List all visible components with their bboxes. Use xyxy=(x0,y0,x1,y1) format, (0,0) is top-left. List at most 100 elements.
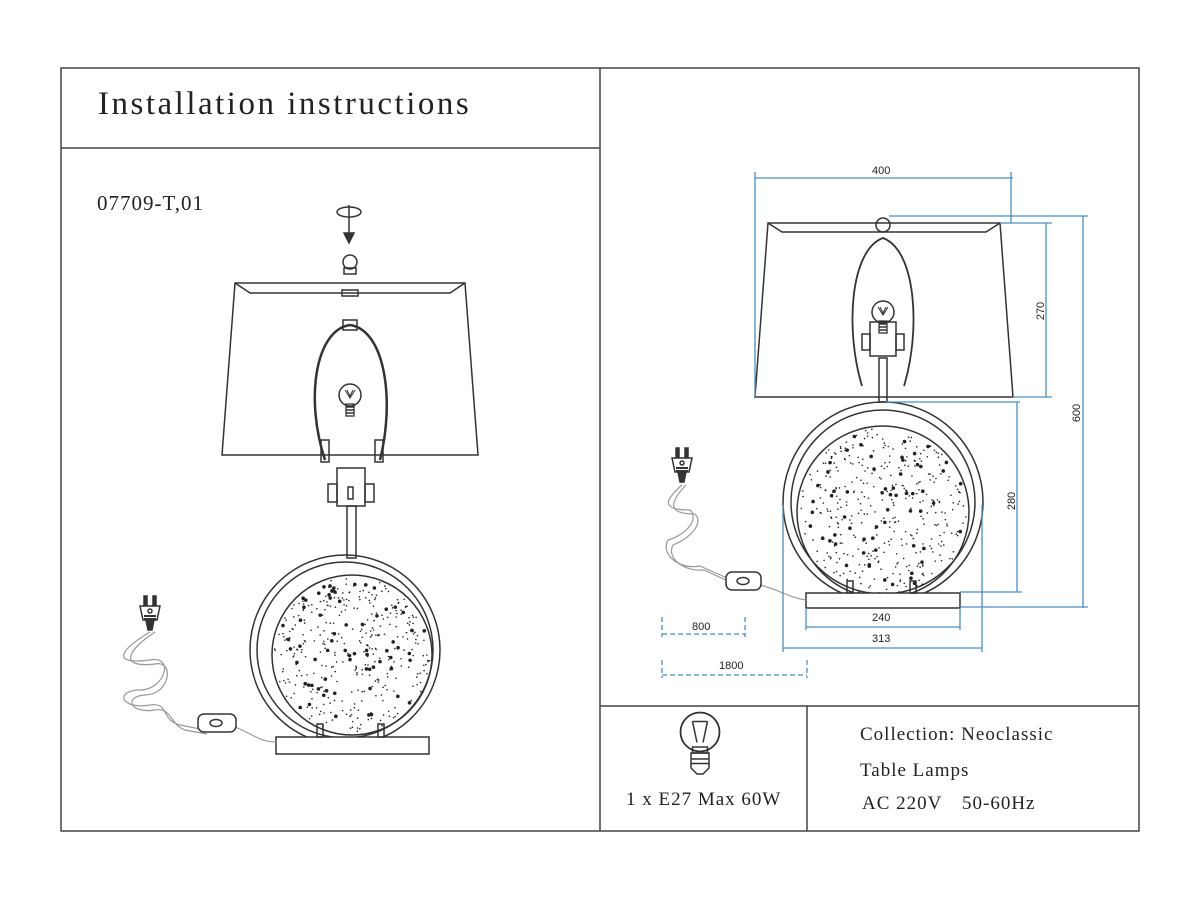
speckle xyxy=(829,557,832,560)
speckle xyxy=(290,697,293,699)
speckle xyxy=(815,507,818,510)
speckle xyxy=(375,694,377,697)
speckle xyxy=(320,676,323,679)
speckle xyxy=(396,598,399,601)
speckle xyxy=(932,551,934,553)
speckle xyxy=(355,665,357,668)
speckle xyxy=(891,484,894,487)
speckle xyxy=(343,599,345,601)
speckle xyxy=(293,616,295,618)
speckle xyxy=(331,666,333,668)
speckle xyxy=(878,547,880,549)
speckle xyxy=(851,463,854,465)
speckle xyxy=(372,605,375,608)
speckle xyxy=(295,663,298,666)
lamp-shade xyxy=(221,282,479,456)
speckle xyxy=(337,633,340,635)
speckle xyxy=(352,651,357,656)
speckle xyxy=(345,598,348,601)
speckle xyxy=(880,568,882,571)
speckle xyxy=(368,591,370,594)
speckle xyxy=(923,523,925,526)
speckle xyxy=(330,675,333,677)
speckle xyxy=(297,614,300,617)
speckle xyxy=(294,624,297,626)
speckle xyxy=(845,490,850,494)
speckle xyxy=(857,512,860,515)
speckle xyxy=(819,497,822,499)
speckle xyxy=(816,550,819,553)
speckle xyxy=(317,626,319,628)
speckle xyxy=(897,520,900,522)
speckle xyxy=(419,672,422,675)
speckle xyxy=(855,434,858,437)
speckle xyxy=(941,511,943,513)
speckle xyxy=(833,571,835,574)
speckle xyxy=(298,618,303,623)
speckle xyxy=(310,604,313,606)
speckle xyxy=(364,663,367,666)
speckle xyxy=(828,555,830,558)
speckle xyxy=(326,601,328,603)
speckle xyxy=(330,579,332,582)
speckle xyxy=(910,491,915,496)
speckle xyxy=(921,573,924,575)
speckle xyxy=(845,441,848,444)
speckle xyxy=(845,501,848,503)
speckle xyxy=(911,543,916,548)
speckle xyxy=(816,560,818,563)
speckle xyxy=(381,614,383,617)
speckle xyxy=(319,651,322,653)
speckle xyxy=(390,665,393,668)
speckle xyxy=(356,717,359,719)
speckle xyxy=(849,462,852,464)
speckle xyxy=(946,524,949,527)
speckle xyxy=(293,652,296,655)
speckle xyxy=(916,528,919,531)
speckle xyxy=(285,695,288,698)
speckle xyxy=(321,664,323,667)
speckle xyxy=(353,607,355,609)
speckle xyxy=(396,645,400,650)
speckle xyxy=(840,506,842,509)
speckle xyxy=(282,670,284,673)
speckle xyxy=(361,690,363,693)
speckle xyxy=(396,612,398,615)
switch-icon xyxy=(197,713,237,733)
speckle xyxy=(377,633,380,636)
speckle xyxy=(867,564,872,568)
speckle xyxy=(303,598,308,602)
speckle xyxy=(371,634,373,636)
speckle xyxy=(323,643,326,646)
speckle xyxy=(359,728,361,730)
speckle xyxy=(329,702,331,704)
frequency-spec: 50-60Hz xyxy=(962,793,1036,814)
speckle xyxy=(885,507,890,512)
speckle xyxy=(381,590,383,593)
speckle xyxy=(958,490,960,493)
speckle xyxy=(839,542,842,544)
speckle xyxy=(822,502,825,504)
speckle xyxy=(348,599,350,602)
speckle xyxy=(819,486,822,489)
speckle xyxy=(828,449,830,451)
speckle xyxy=(962,522,964,524)
speckle xyxy=(316,591,321,596)
speckle xyxy=(880,520,883,522)
speckle xyxy=(359,642,362,644)
speckle xyxy=(917,562,920,565)
speckle xyxy=(905,543,908,545)
speckle xyxy=(286,649,288,652)
speckle xyxy=(844,563,849,568)
speckle xyxy=(923,449,925,452)
speckle xyxy=(412,622,414,625)
speckle xyxy=(919,566,921,568)
speckle xyxy=(872,450,875,452)
speckle xyxy=(335,592,337,594)
speckle xyxy=(348,591,350,594)
speckle xyxy=(402,636,404,638)
speckle xyxy=(386,688,388,691)
speckle xyxy=(306,673,308,676)
speckle xyxy=(310,690,312,693)
speckle xyxy=(378,581,381,584)
